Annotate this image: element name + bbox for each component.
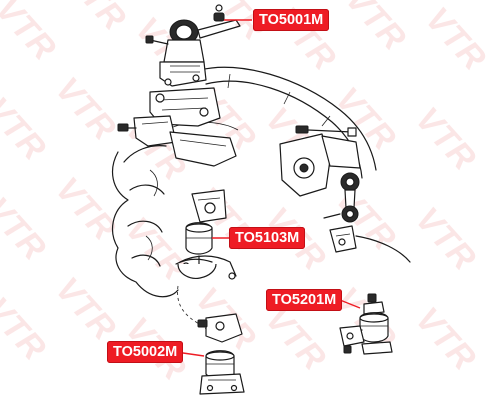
part-label-to5103m: TO5103M xyxy=(229,227,306,249)
engine-block-outline xyxy=(111,121,239,298)
part-label-to5001m: TO5001M xyxy=(253,9,330,31)
right-bracket-assembly xyxy=(279,125,361,223)
left-bracket-assembly xyxy=(117,87,237,167)
routing-line xyxy=(177,285,209,331)
part-label-to5201m: TO5201M xyxy=(266,289,343,311)
top-mount-assembly xyxy=(145,4,241,87)
bottom-right-mount-assembly xyxy=(339,293,393,355)
bottom-left-mount-assembly xyxy=(197,313,245,395)
side-mount-bracket xyxy=(329,225,411,263)
center-mount-assembly xyxy=(175,189,237,280)
part-label-to5002m: TO5002M xyxy=(107,341,184,363)
